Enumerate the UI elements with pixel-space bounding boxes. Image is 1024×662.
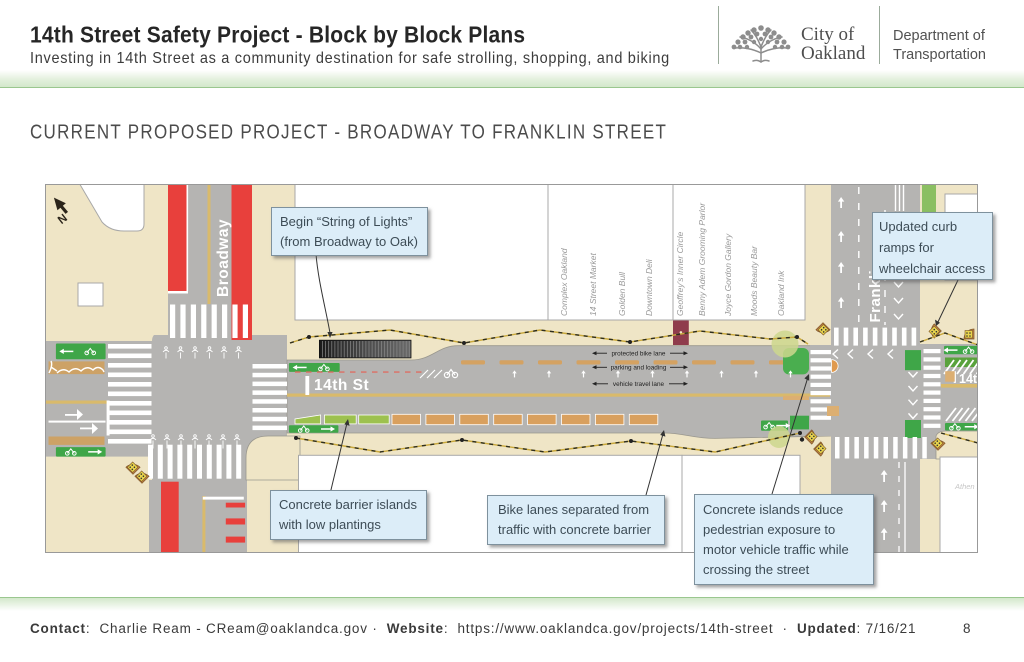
svg-text:14th St: 14th St [959, 372, 978, 386]
svg-text:Athen B.: Athen B. [954, 482, 978, 491]
svg-text:Joyce Gordon Gallery: Joyce Gordon Gallery [723, 233, 733, 317]
svg-text:14 Street Market: 14 Street Market [588, 253, 598, 316]
svg-text:protected bike lane: protected bike lane [611, 350, 665, 357]
svg-text:Moods Beauty Bar: Moods Beauty Bar [749, 245, 759, 316]
svg-text:Benny Adem Grooming Parlor: Benny Adem Grooming Parlor [697, 202, 707, 316]
svg-text:vehicle travel lane: vehicle travel lane [613, 381, 665, 388]
svg-text:Downtown Deli: Downtown Deli [644, 258, 654, 316]
svg-text:Golden Bull: Golden Bull [617, 271, 627, 316]
svg-text:14th St: 14th St [314, 377, 369, 394]
svg-text:Broadway: Broadway [215, 219, 232, 297]
svg-text:Complex Oakland: Complex Oakland [559, 248, 569, 316]
svg-text:Geoffrey's Inner Circle: Geoffrey's Inner Circle [675, 231, 685, 316]
svg-text:parking and loading: parking and loading [611, 365, 667, 372]
svg-text:Oakland Ink: Oakland Ink [776, 270, 786, 316]
